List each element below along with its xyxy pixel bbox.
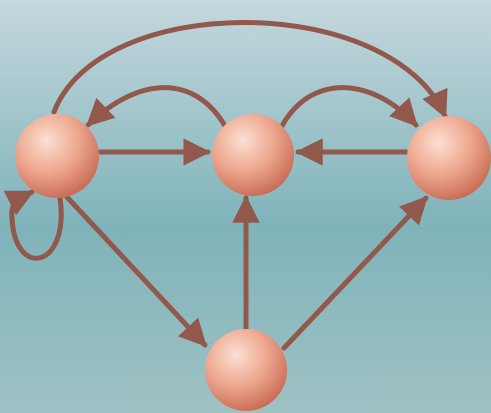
node-left	[15, 114, 99, 198]
node-right	[407, 116, 491, 200]
node-center	[212, 114, 294, 196]
node-bottom	[205, 329, 287, 411]
